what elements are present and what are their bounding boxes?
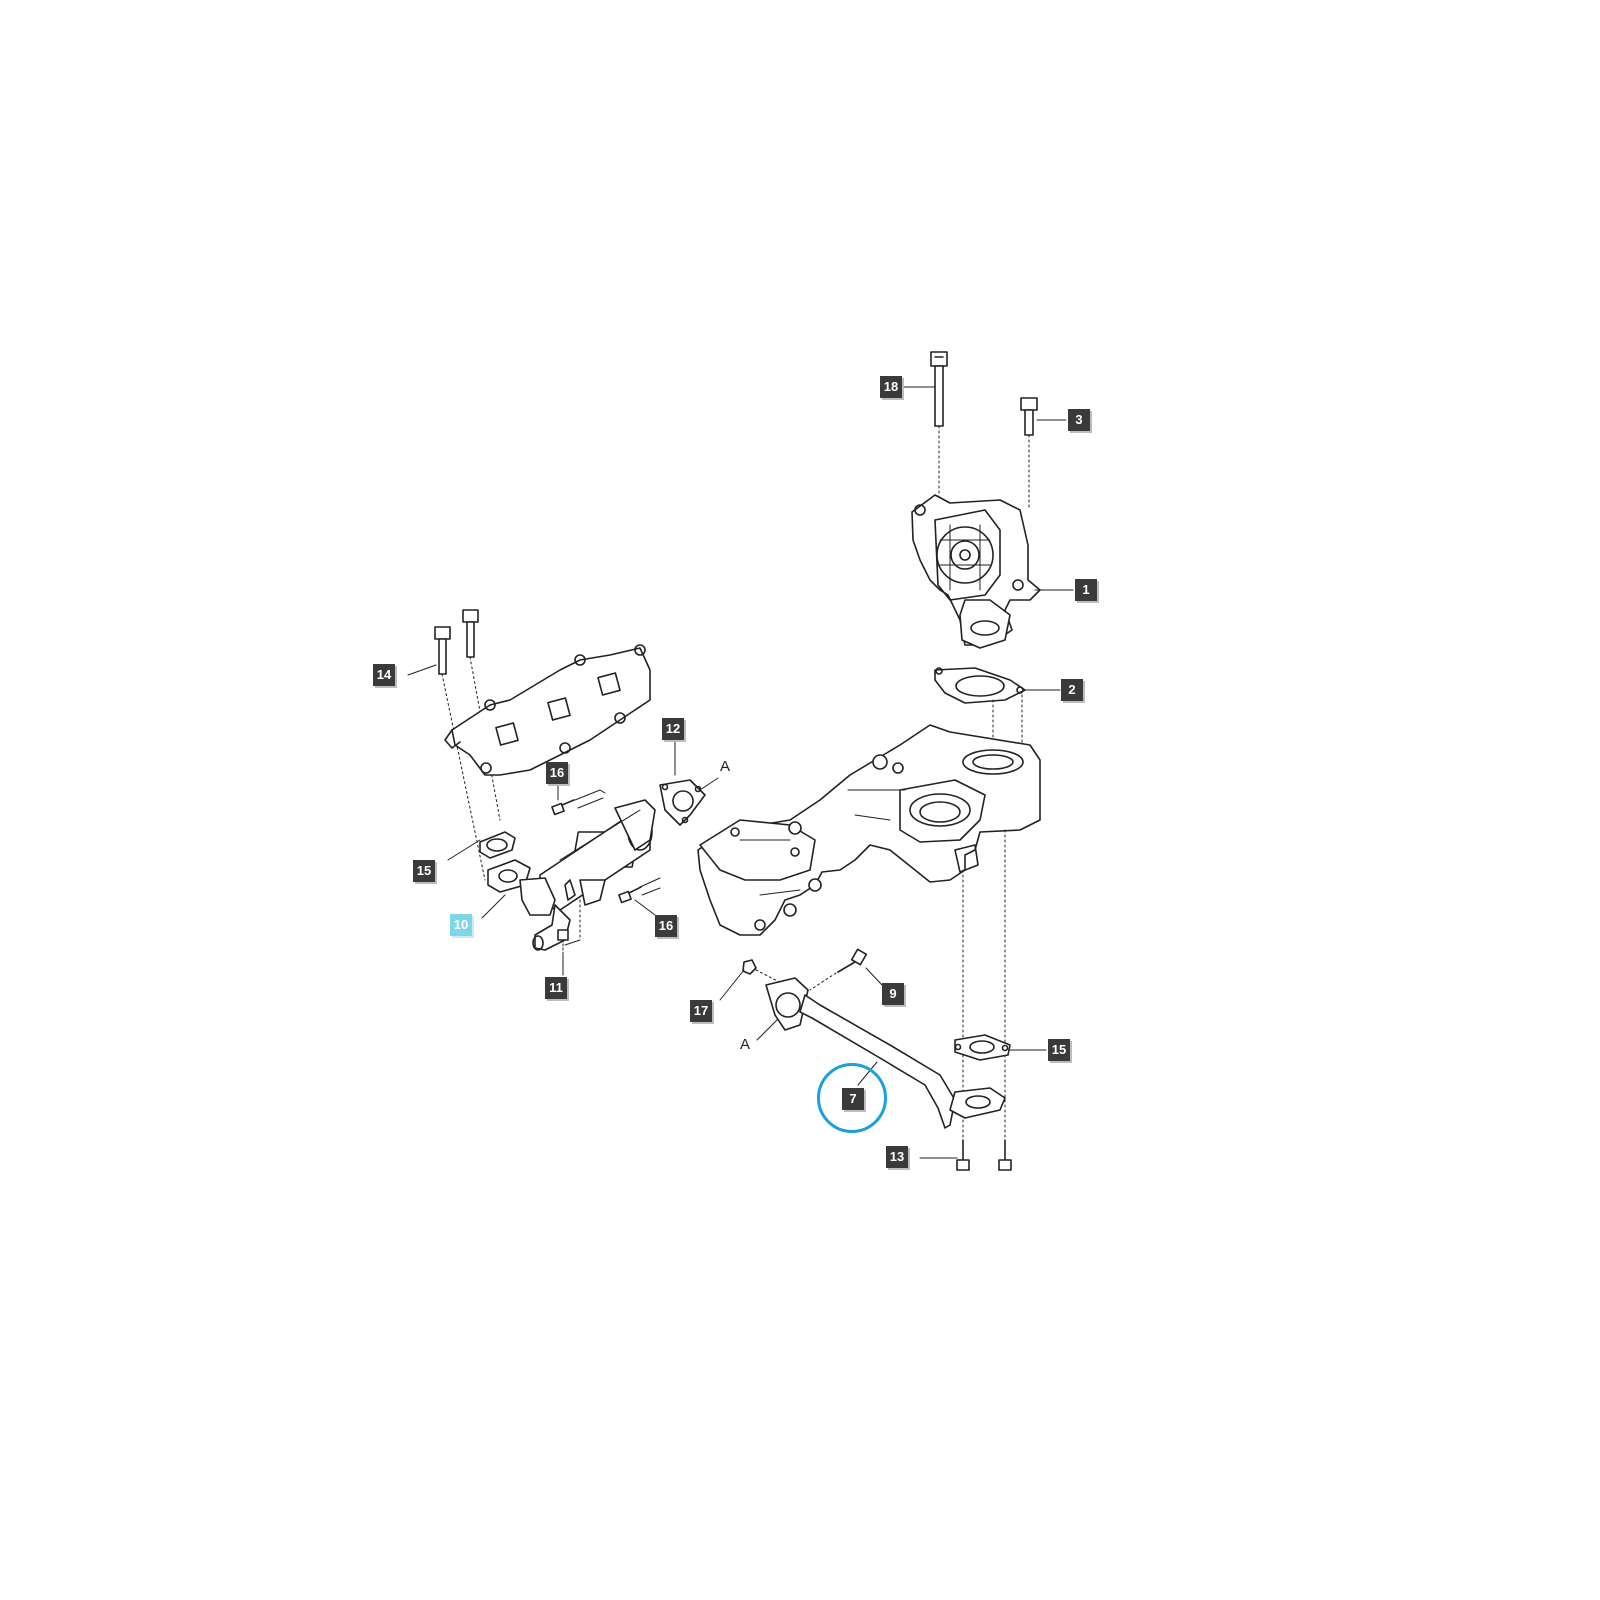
part-12-gasket xyxy=(659,779,706,826)
part-13-bolts xyxy=(956,1139,1012,1171)
part-7-egr-pipe xyxy=(765,977,1006,1129)
part-14-bolts xyxy=(434,609,501,881)
callout-11[interactable]: 11 xyxy=(545,977,567,999)
callout-3[interactable]: 3 xyxy=(1068,409,1090,431)
exhaust-manifold xyxy=(444,644,651,776)
part-9-bolt xyxy=(809,948,868,991)
part-3-short-bolt xyxy=(1020,397,1038,511)
part-18-long-bolt xyxy=(930,351,948,501)
reference-letter-a-upper: A xyxy=(720,758,731,775)
callout-18[interactable]: 18 xyxy=(880,376,902,398)
part-2-gasket xyxy=(934,667,1026,704)
part-1-egr-valve xyxy=(911,494,1041,649)
callout-15-lower[interactable]: 15 xyxy=(1048,1039,1070,1061)
callout-16-lower[interactable]: 16 xyxy=(655,915,677,937)
part-16-bolts xyxy=(551,789,661,904)
callout-9[interactable]: 9 xyxy=(882,983,904,1005)
part-10-egr-cooler xyxy=(487,799,656,951)
callout-17[interactable]: 17 xyxy=(690,1000,712,1022)
callout-12[interactable]: 12 xyxy=(662,718,684,740)
callout-14[interactable]: 14 xyxy=(373,664,395,686)
part-15-gasket-lower xyxy=(954,1034,1011,1061)
callout-15-upper[interactable]: 15 xyxy=(413,860,435,882)
callout-16-upper[interactable]: 16 xyxy=(546,762,568,784)
part-11-stud xyxy=(557,899,581,956)
callout-13[interactable]: 13 xyxy=(886,1146,908,1168)
intake-manifold xyxy=(571,724,1041,936)
callout-7[interactable]: 7 xyxy=(842,1088,864,1110)
callout-10-selected[interactable]: 10 xyxy=(450,914,472,936)
reference-letter-a-lower: A xyxy=(740,1036,751,1053)
part-15-gasket-upper xyxy=(479,831,516,859)
callout-1[interactable]: 1 xyxy=(1075,579,1097,601)
callout-2[interactable]: 2 xyxy=(1061,679,1083,701)
